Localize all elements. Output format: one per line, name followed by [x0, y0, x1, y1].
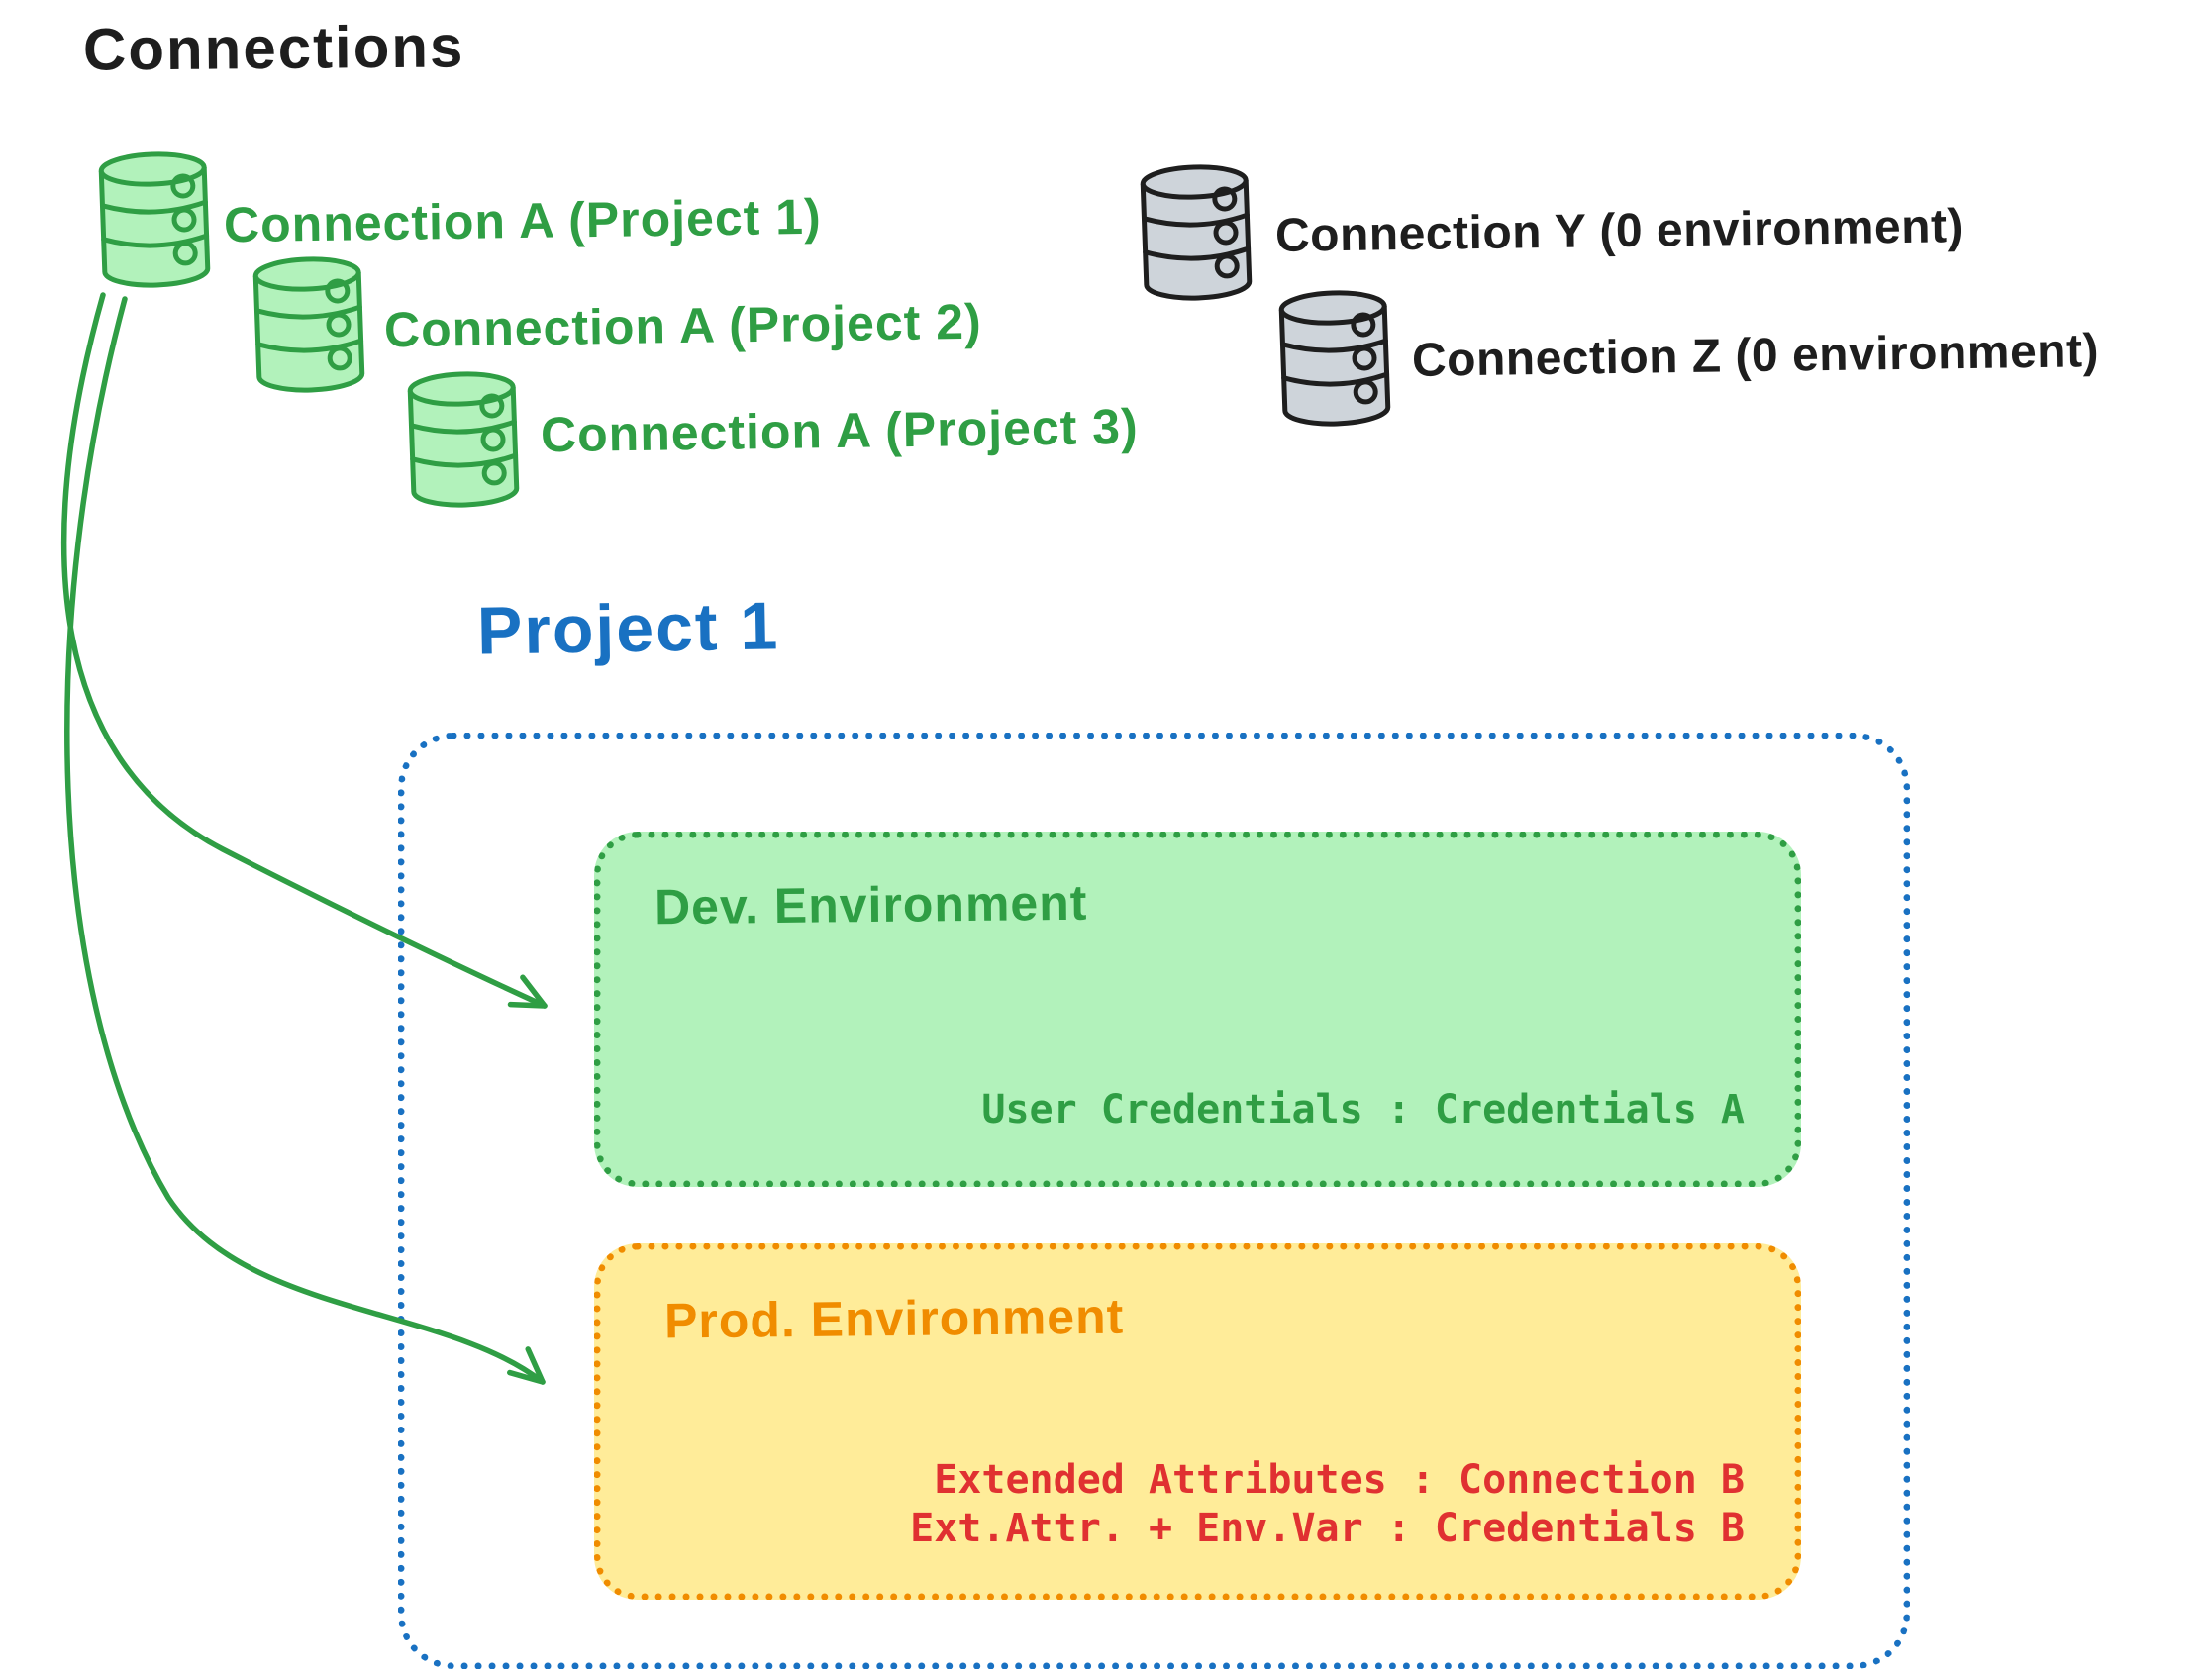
connection-a-project3-label: Connection A (Project 3): [540, 398, 1140, 463]
connection-a-project2-node: [251, 253, 366, 396]
connection-a-project2-label: Connection A (Project 2): [383, 293, 983, 358]
mapping-line: Extended Attributes : Connection B: [934, 1457, 1745, 1503]
dev-environment-title: Dev. Environment: [654, 874, 1088, 935]
dev-environment-mappings: User Credentials : Credentials A: [981, 1086, 1745, 1134]
prod-environment-box: Prod. Environment Extended Attributes : …: [594, 1243, 1801, 1600]
connection-z-label: Connection Z (0 environment): [1411, 325, 2100, 387]
diagram-title: Connections: [82, 13, 465, 83]
connection-y-node: [1139, 161, 1254, 304]
database-icon: [1278, 290, 1391, 427]
mapping-line: Ext.Attr. + Env.Var : Credentials B: [910, 1506, 1745, 1551]
dev-environment-box: Dev. Environment User Credentials : Cred…: [594, 832, 1801, 1187]
database-icon: [252, 256, 365, 393]
database-icon: [1140, 164, 1253, 301]
connection-z-node: [1277, 287, 1392, 430]
mapping-line: User Credentials : Credentials A: [981, 1087, 1745, 1132]
database-icon: [98, 151, 211, 288]
connection-a-project3-node: [406, 368, 521, 511]
project-title: Project 1: [476, 588, 780, 669]
database-icon: [407, 371, 520, 508]
connection-y-label: Connection Y (0 environment): [1274, 200, 1964, 262]
connection-a-project1-label: Connection A (Project 1): [223, 188, 823, 253]
prod-environment-mappings: Extended Attributes : Connection B Ext.A…: [910, 1456, 1745, 1553]
connection-a-project1-node: [97, 148, 212, 291]
prod-environment-title: Prod. Environment: [663, 1288, 1125, 1349]
